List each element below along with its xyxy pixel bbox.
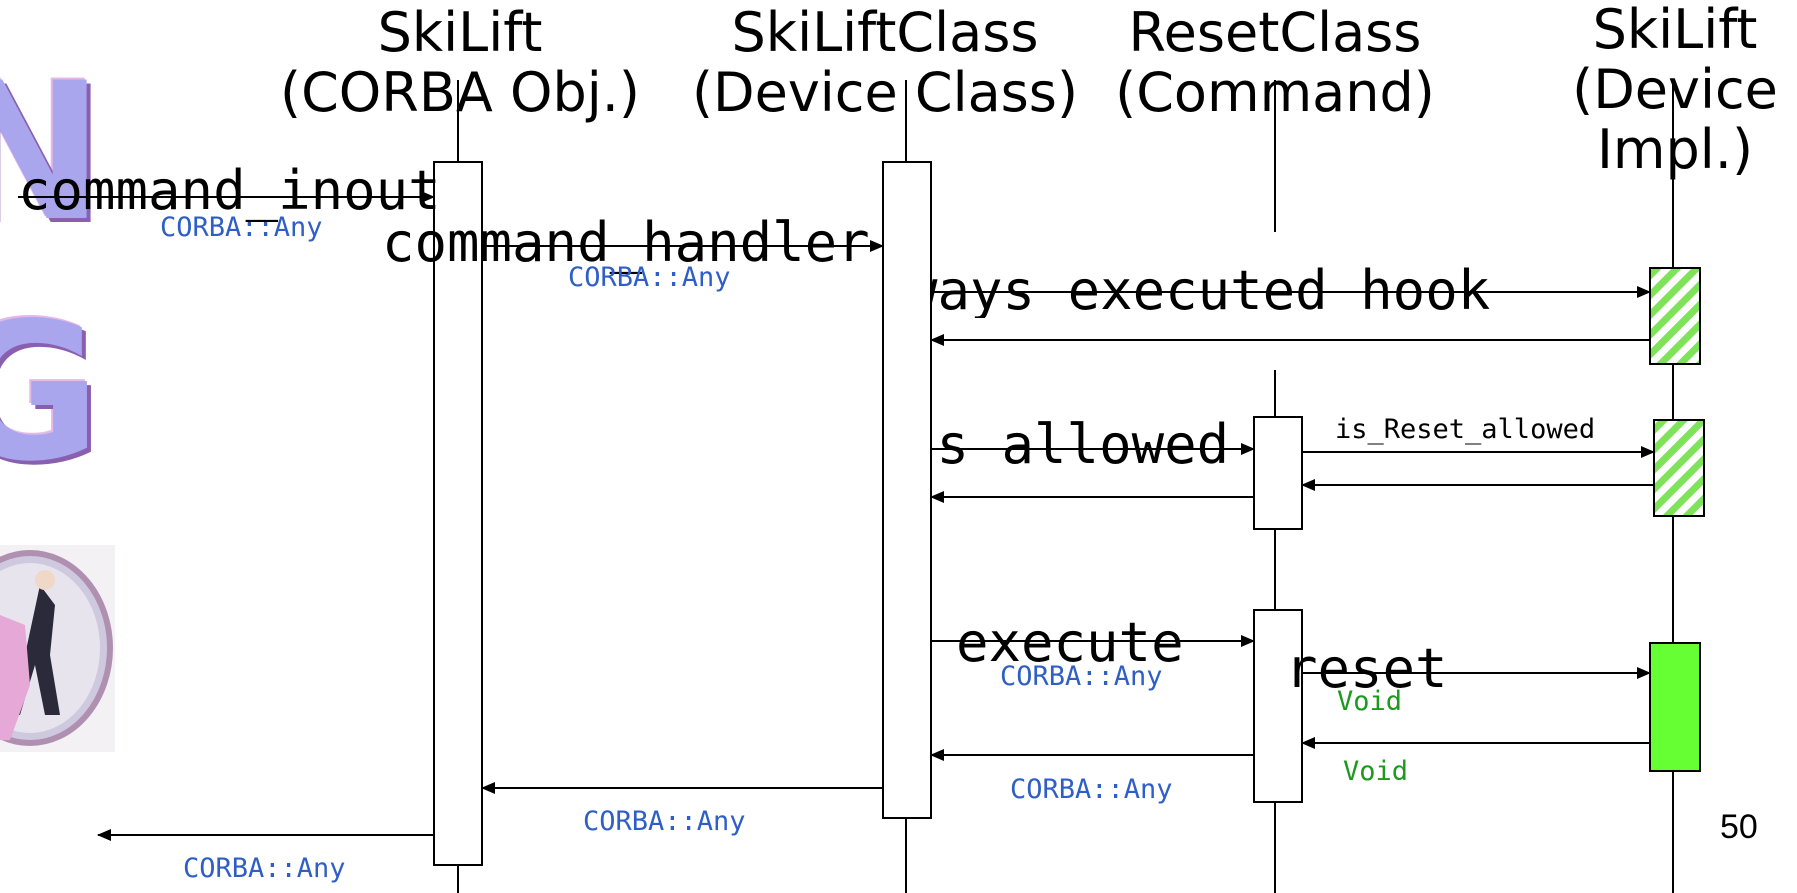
message-is-allowed: is_allowed (904, 413, 1230, 476)
message-command-inout: command_inout (18, 159, 441, 222)
message-command-handler: command_handler (382, 211, 870, 274)
activation-impl-is-reset-allowed (1653, 419, 1705, 517)
lifeline-header-resetclass: ResetClass (Command) (1115, 1, 1435, 124)
message-is-reset-allowed: is_Reset_allowed (1335, 414, 1596, 445)
lifeline-header-skiliftclass: SkiLiftClass (Device Class) (691, 1, 1079, 124)
arg-label-reset: Void (1337, 686, 1403, 717)
decorative-letter-n: N (0, 42, 105, 263)
arg-label-command-inout: CORBA::Any (160, 212, 323, 243)
return-label-reset: Void (1343, 756, 1409, 787)
activation-devclass (882, 161, 932, 819)
activation-reset-is-allowed (1253, 416, 1303, 530)
return-label-command-inout: CORBA::Any (183, 853, 346, 884)
message-reset: reset (1285, 637, 1448, 700)
arg-label-command-handler: CORBA::Any (568, 262, 731, 293)
activation-impl-hook (1649, 267, 1701, 365)
activation-reset-execute (1253, 609, 1303, 803)
dancing-couple-image (0, 545, 115, 752)
arg-label-execute: CORBA::Any (1000, 661, 1163, 692)
message-always-executed-hook: always_executed_hook (840, 259, 1491, 322)
message-execute: execute (956, 611, 1184, 674)
lifeline-header-skilift-corba: SkiLift (CORBA Obj.) (280, 1, 640, 124)
return-label-command-handler: CORBA::Any (583, 806, 746, 837)
decorative-letter-g: G (0, 282, 101, 503)
return-label-execute: CORBA::Any (1010, 774, 1173, 805)
lifeline-header-skilift-impl: SkiLift (Device Impl.) (1572, 0, 1778, 181)
activation-corba (433, 161, 483, 866)
activation-impl-reset (1649, 642, 1701, 772)
page-number: 50 (1720, 808, 1758, 846)
